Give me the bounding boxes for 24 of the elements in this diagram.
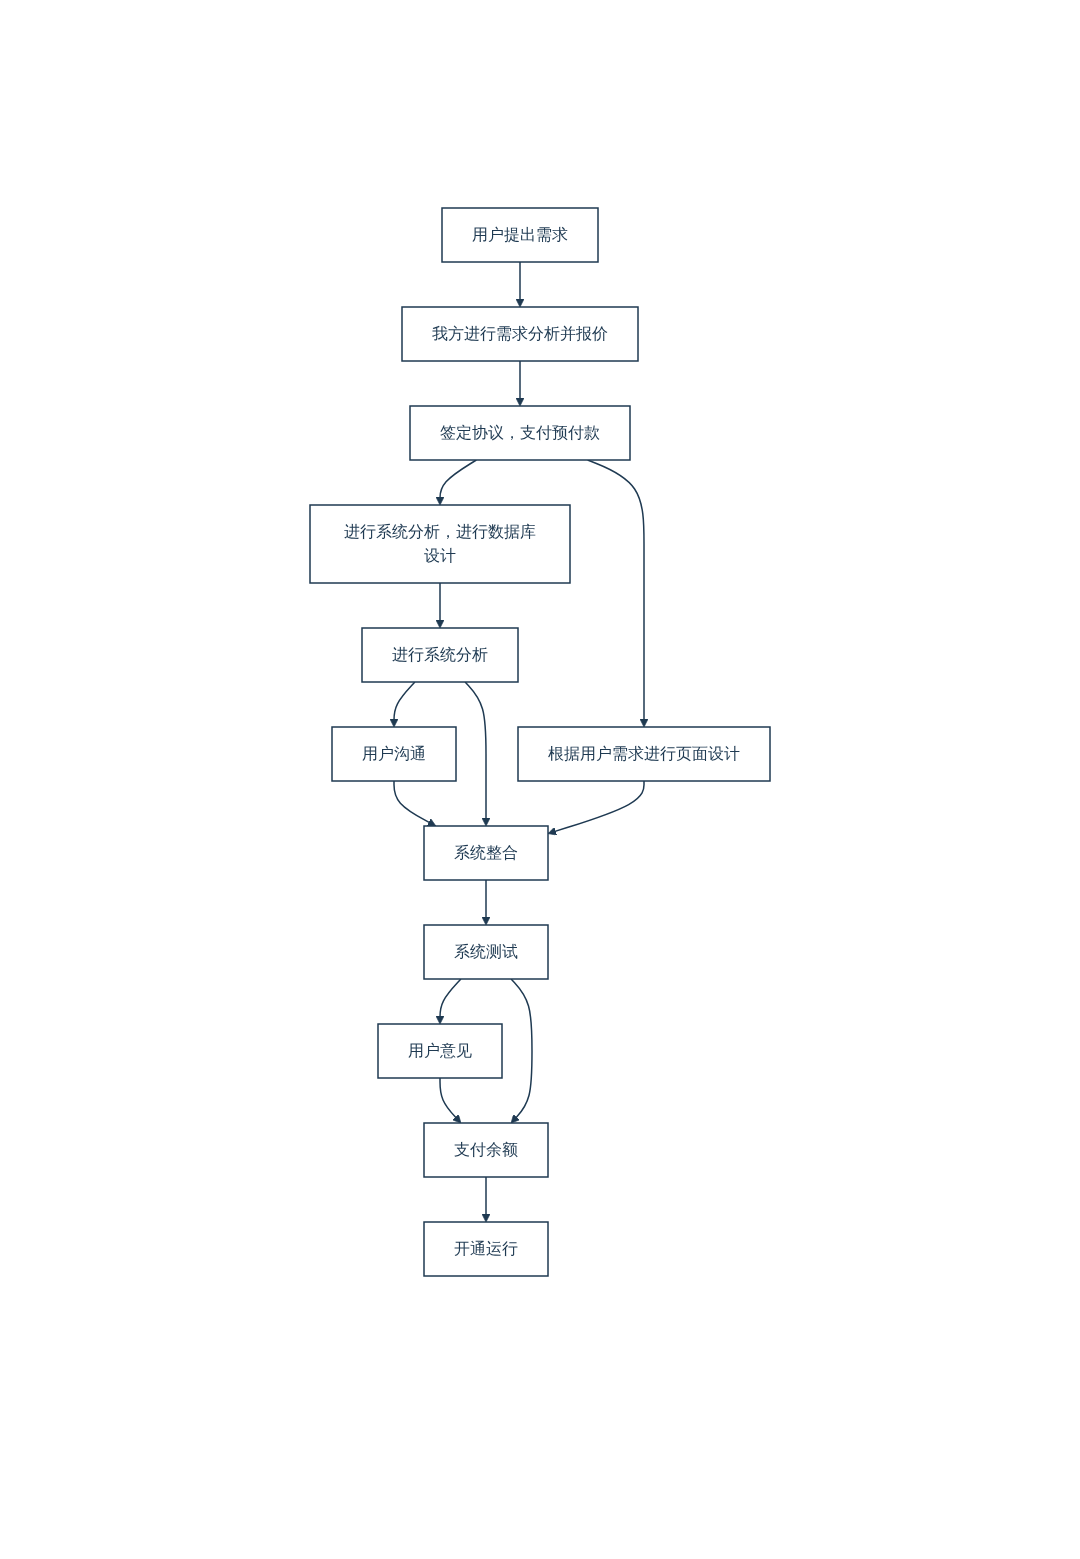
arrow	[439, 1077, 462, 1124]
arrow	[481, 1176, 491, 1223]
arrow	[515, 261, 525, 308]
node-box: 支付余额	[423, 1122, 549, 1178]
arrow	[515, 360, 525, 407]
node-box: 进行系统分析	[361, 627, 519, 683]
node-box: 根据用户需求进行页面设计	[517, 726, 771, 782]
arrow	[389, 681, 416, 728]
node-box: 进行系统分析，进行数据库设计	[309, 504, 571, 584]
node-box: 用户意见	[377, 1023, 503, 1079]
arrow	[464, 681, 491, 827]
arrow	[435, 459, 478, 506]
arrow	[393, 780, 437, 827]
node-box: 用户提出需求	[441, 207, 599, 263]
arrow	[435, 582, 445, 629]
node-box: 我方进行需求分析并报价	[401, 306, 639, 362]
node-box: 签定协议，支付预付款	[409, 405, 631, 461]
node-box: 用户沟通	[331, 726, 457, 782]
node-box: 系统测试	[423, 924, 549, 980]
node-box: 系统整合	[423, 825, 549, 881]
arrow	[435, 978, 462, 1025]
arrow	[481, 879, 491, 926]
node-box: 开通运行	[423, 1221, 549, 1277]
arrow	[510, 978, 533, 1124]
